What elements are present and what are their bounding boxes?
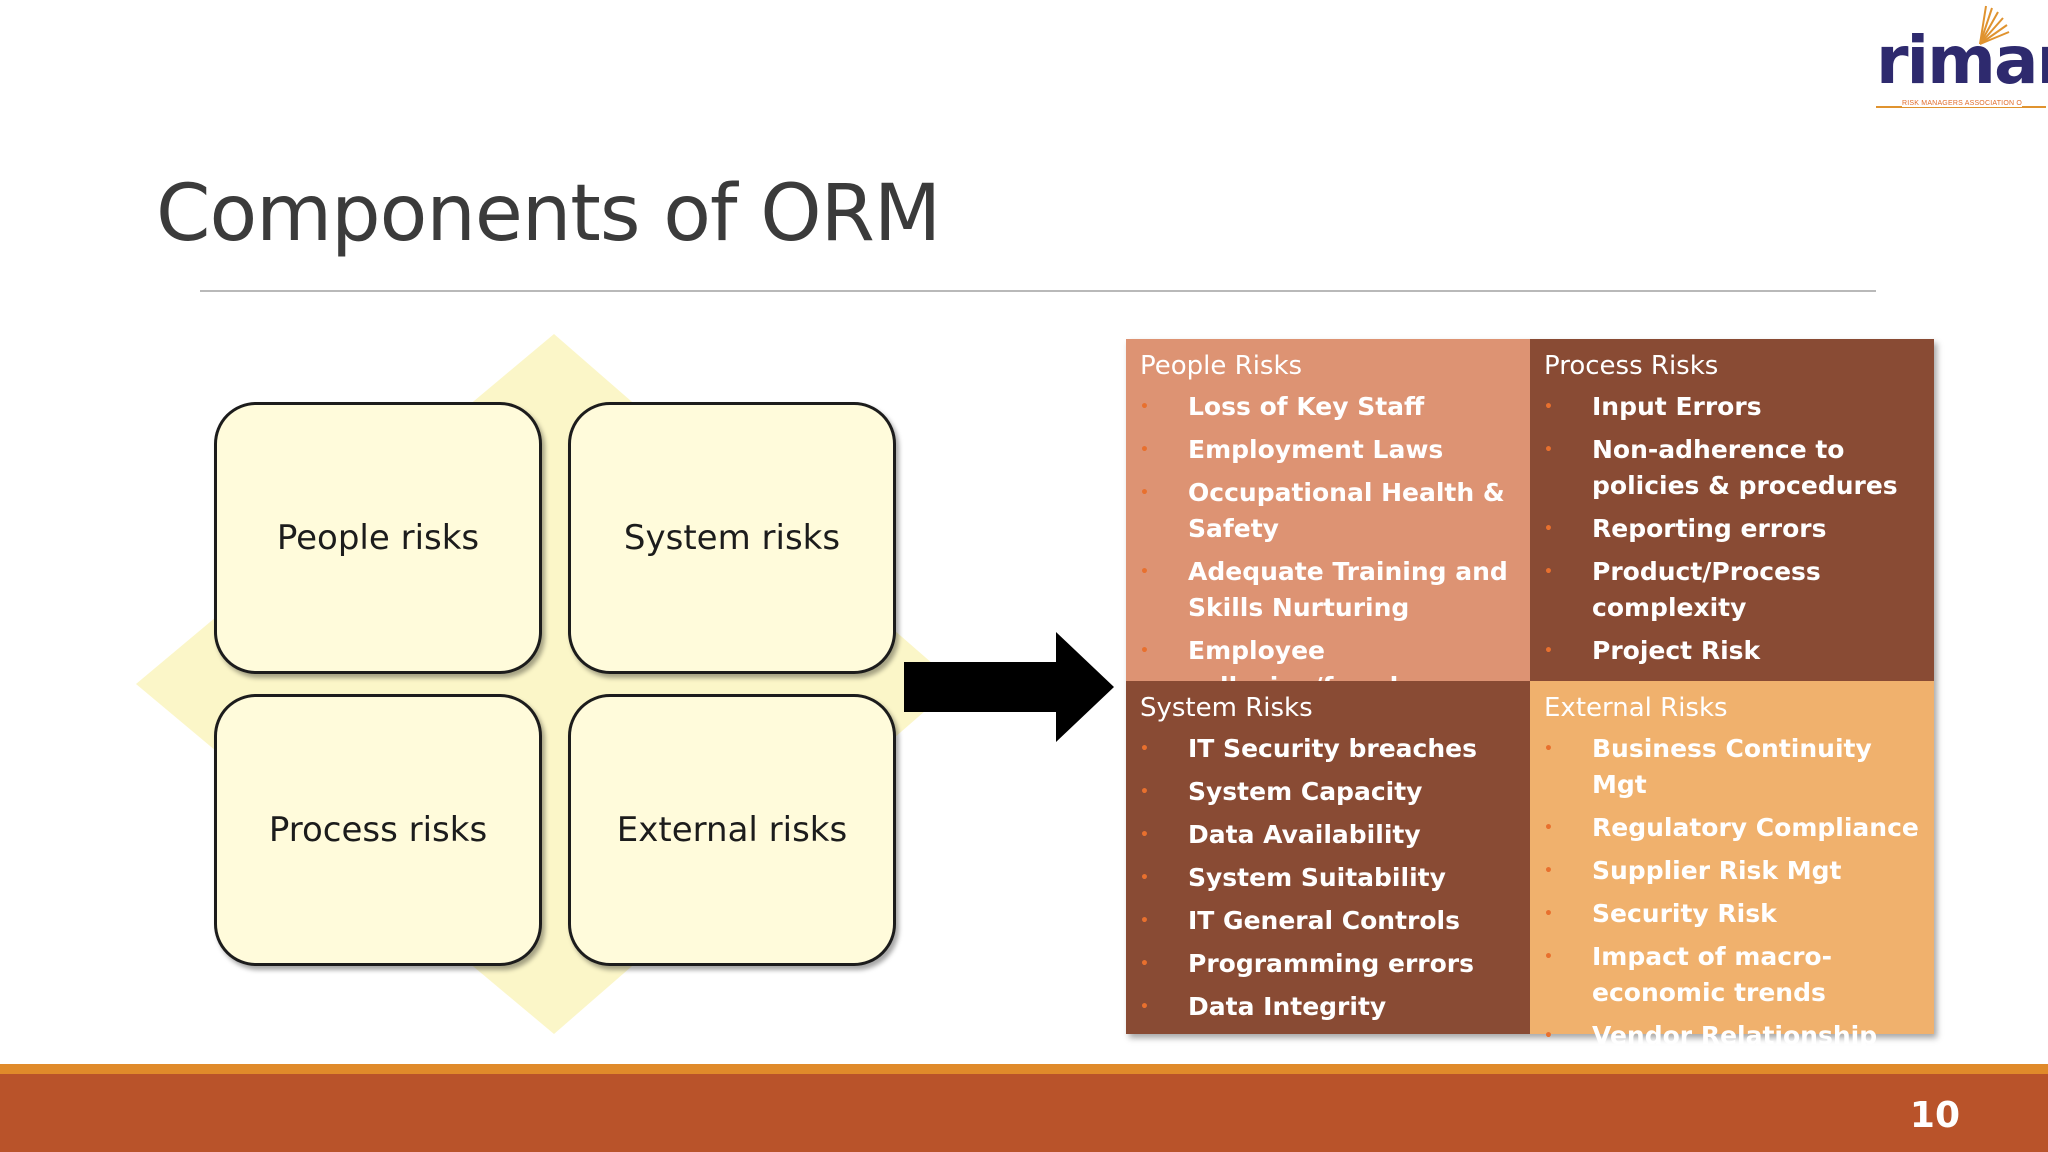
bullet-icon: • — [1140, 564, 1149, 580]
list-item: •Adequate Training and Skills Nurturing — [1140, 554, 1516, 626]
quadrant-people-risks: People risks — [214, 402, 542, 674]
risk-list: •Business Continuity Mgt • Regulatory Co… — [1544, 731, 1920, 1090]
list-item: •Employment Laws — [1140, 432, 1516, 468]
cell-title: External Risks — [1544, 693, 1728, 723]
cell-title: People Risks — [1140, 351, 1303, 381]
list-item: •System Suitability — [1140, 860, 1516, 896]
fan-logo-icon — [1979, 5, 2010, 45]
bullet-icon: • — [1544, 1028, 1553, 1044]
list-item: •Product/Process complexity — [1544, 554, 1920, 626]
people-risks-cell: People Risks •Loss of Key Staff •Employm… — [1126, 339, 1530, 701]
bullet-icon: • — [1544, 863, 1553, 879]
list-item: •Data Availability — [1140, 817, 1516, 853]
bullet-icon: • — [1544, 521, 1553, 537]
list-item: •Reporting errors — [1544, 511, 1920, 547]
bullet-icon: • — [1544, 906, 1553, 922]
quadrant-system-risks: System risks — [568, 402, 896, 674]
cell-title: System Risks — [1140, 693, 1313, 723]
list-item: •Business Continuity Mgt — [1544, 731, 1920, 803]
bullet-icon: • — [1140, 870, 1149, 886]
risk-list: •Input Errors •Non-adherence to policies… — [1544, 389, 1920, 669]
bullet-icon: • — [1140, 999, 1149, 1015]
bullet-icon: • — [1140, 741, 1149, 757]
bullet-icon: • — [1544, 564, 1553, 580]
bullet-icon: • — [1544, 643, 1553, 659]
bullet-icon: • — [1544, 949, 1553, 965]
bullet-icon: • — [1140, 827, 1149, 843]
list-item: •Loss of Key Staff — [1140, 389, 1516, 425]
quadrant-label: System risks — [623, 518, 841, 558]
list-item: •System Capacity — [1140, 774, 1516, 810]
quadrant-label: Process risks — [268, 810, 488, 850]
bullet-icon: • — [1140, 442, 1149, 458]
bullet-icon: • — [1140, 784, 1149, 800]
slide-title: Components of ORM — [156, 169, 941, 259]
risk-details-panel: People Risks •Loss of Key Staff •Employm… — [1126, 339, 1934, 1086]
footer-stripe — [0, 1064, 2048, 1074]
bullet-icon: • — [1544, 442, 1553, 458]
list-item: • Supplier Risk Mgt — [1544, 853, 1920, 889]
page-number: 10 — [1909, 1095, 1960, 1136]
list-item: •Project Risk — [1544, 633, 1920, 669]
list-item: •Occupational Health & Safety — [1140, 475, 1516, 547]
list-item: •Programming errors — [1140, 946, 1516, 982]
list-item: •IT General Controls — [1140, 903, 1516, 939]
process-risks-cell: Process Risks •Input Errors •Non-adheren… — [1530, 339, 1934, 681]
list-item: •Impact of macro-economic trends — [1544, 939, 1920, 1011]
bullet-icon: • — [1544, 399, 1553, 415]
system-risks-cell: System Risks •IT Security breaches •Syst… — [1126, 681, 1530, 1034]
external-risks-cell: External Risks •Business Continuity Mgt … — [1530, 681, 1934, 1086]
risk-list: •Loss of Key Staff •Employment Laws •Occ… — [1140, 389, 1516, 705]
quadrant-process-risks: Process risks — [214, 694, 542, 966]
logo-underline — [1876, 106, 2046, 108]
title-divider — [200, 290, 1876, 292]
quadrant-label: External risks — [616, 810, 848, 850]
logo-tagline: RISK MANAGERS ASSOCIATION OF NIGERIA — [1902, 100, 2022, 107]
bullet-icon: • — [1544, 820, 1553, 836]
bullet-icon: • — [1140, 643, 1149, 659]
quadrant-external-risks: External risks — [568, 694, 896, 966]
list-item: •IT Security breaches — [1140, 731, 1516, 767]
bullet-icon: • — [1140, 485, 1149, 501]
cell-title: Process Risks — [1544, 351, 1719, 381]
list-item: • Regulatory Compliance — [1544, 810, 1920, 846]
bullet-icon: • — [1544, 741, 1553, 757]
risk-quadrant-diagram: People risks System risks Process risks … — [136, 334, 956, 1034]
list-item: •Non-adherence to policies & procedures — [1544, 432, 1920, 504]
list-item: • Security Risk — [1544, 896, 1920, 932]
logo-wordmark: riman — [1876, 22, 2048, 99]
bullet-icon: • — [1140, 913, 1149, 929]
arrow-right-icon — [904, 632, 1114, 742]
bullet-icon: • — [1140, 399, 1149, 415]
quadrant-label: People risks — [276, 518, 480, 558]
riman-logo: riman RISK MANAGERS ASSOCIATION OF NIGER… — [1862, 0, 2048, 118]
list-item: •Input Errors — [1544, 389, 1920, 425]
bullet-icon: • — [1140, 956, 1149, 972]
risk-list: •IT Security breaches •System Capacity •… — [1140, 731, 1516, 1025]
footer-bar — [0, 1074, 2048, 1152]
list-item: •Data Integrity — [1140, 989, 1516, 1025]
